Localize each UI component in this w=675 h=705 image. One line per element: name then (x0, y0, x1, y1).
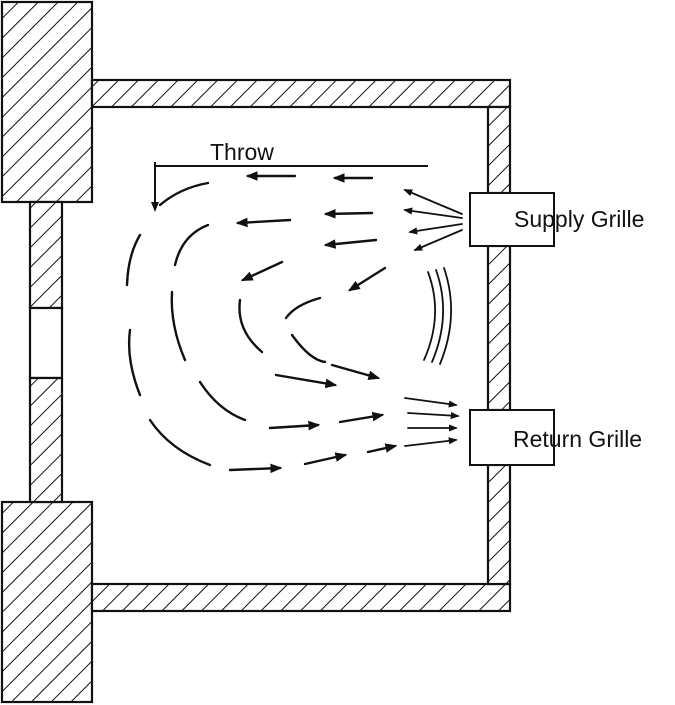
supply-jet-arrows (403, 189, 463, 251)
throw-label: Throw (210, 139, 274, 165)
left-window-wall-upper (28, 200, 64, 310)
right-wall-upper (486, 105, 512, 195)
supply-grille-box (469, 192, 555, 247)
diffusion-arcs (423, 267, 453, 365)
return-jet-arrows (404, 397, 460, 447)
top-wall (90, 78, 512, 109)
left-window-wall-lower (28, 376, 64, 504)
bottom-wall (90, 582, 512, 613)
inner-flow-loop (238, 238, 387, 389)
return-grille-box (469, 409, 555, 466)
left-upper-wall-block (0, 0, 94, 204)
left-lower-wall-block (0, 500, 94, 704)
right-wall-middle (486, 244, 512, 412)
middle-flow-loop (170, 208, 385, 431)
right-wall-lower (486, 463, 512, 586)
outer-flow-loop (125, 171, 398, 474)
return-grille-label: Return Grille (513, 426, 642, 452)
supply-grille-label: Supply Grille (514, 206, 644, 232)
left-window-opening (28, 306, 64, 380)
